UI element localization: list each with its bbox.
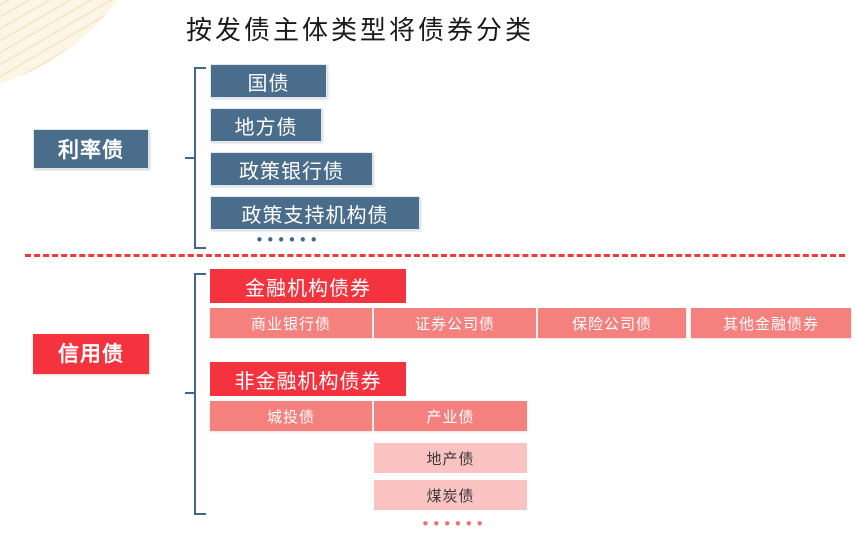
brace-stem (194, 274, 196, 514)
brace-credit-bond (185, 268, 209, 520)
brace-arm-mid (185, 157, 196, 159)
ellipsis-rate-bond: •••••• (255, 231, 321, 249)
node-urban-investment-bond[interactable]: 城投债 (210, 401, 372, 431)
brace-cap-top (194, 273, 196, 280)
node-rate-govt-bond[interactable]: 国债 (210, 64, 327, 98)
node-insurance-company-bond[interactable]: 保险公司债 (538, 308, 686, 338)
group-label-credit-bond[interactable]: 信用债 (33, 334, 149, 374)
page-title: 按发债主体类型将债券分类 (185, 16, 534, 46)
brace-cap-bottom (194, 242, 196, 249)
node-nonfinancial-institution-bond[interactable]: 非金融机构债券 (210, 362, 406, 396)
brace-arm-top (194, 273, 206, 275)
node-commercial-bank-bond[interactable]: 商业银行债 (210, 308, 372, 338)
node-financial-institution-bond[interactable]: 金融机构债券 (210, 269, 406, 303)
node-rate-local-govt-bond[interactable]: 地方债 (210, 108, 322, 142)
brace-cap-bottom (194, 508, 196, 515)
brace-arm-top (194, 67, 206, 69)
node-coal-bond[interactable]: 煤炭债 (374, 480, 527, 510)
brace-cap-top (194, 67, 196, 74)
ellipsis-nonfinancial-bond: •••••• (421, 515, 487, 533)
brace-rate-bond (185, 62, 209, 254)
section-divider (25, 254, 845, 257)
node-industrial-bond[interactable]: 产业债 (374, 401, 527, 431)
brace-arm-bottom (194, 513, 206, 515)
node-rate-policy-bank-bond[interactable]: 政策银行债 (210, 152, 373, 186)
node-rate-policy-support-institution-bond[interactable]: 政策支持机构债 (210, 196, 420, 230)
group-label-rate-bond[interactable]: 利率债 (33, 129, 149, 169)
node-securities-company-bond[interactable]: 证券公司债 (374, 308, 536, 338)
brace-arm-mid (185, 392, 196, 394)
brace-arm-bottom (194, 247, 206, 249)
node-other-financial-bond[interactable]: 其他金融债券 (691, 308, 851, 338)
node-real-estate-bond[interactable]: 地产债 (374, 443, 527, 473)
